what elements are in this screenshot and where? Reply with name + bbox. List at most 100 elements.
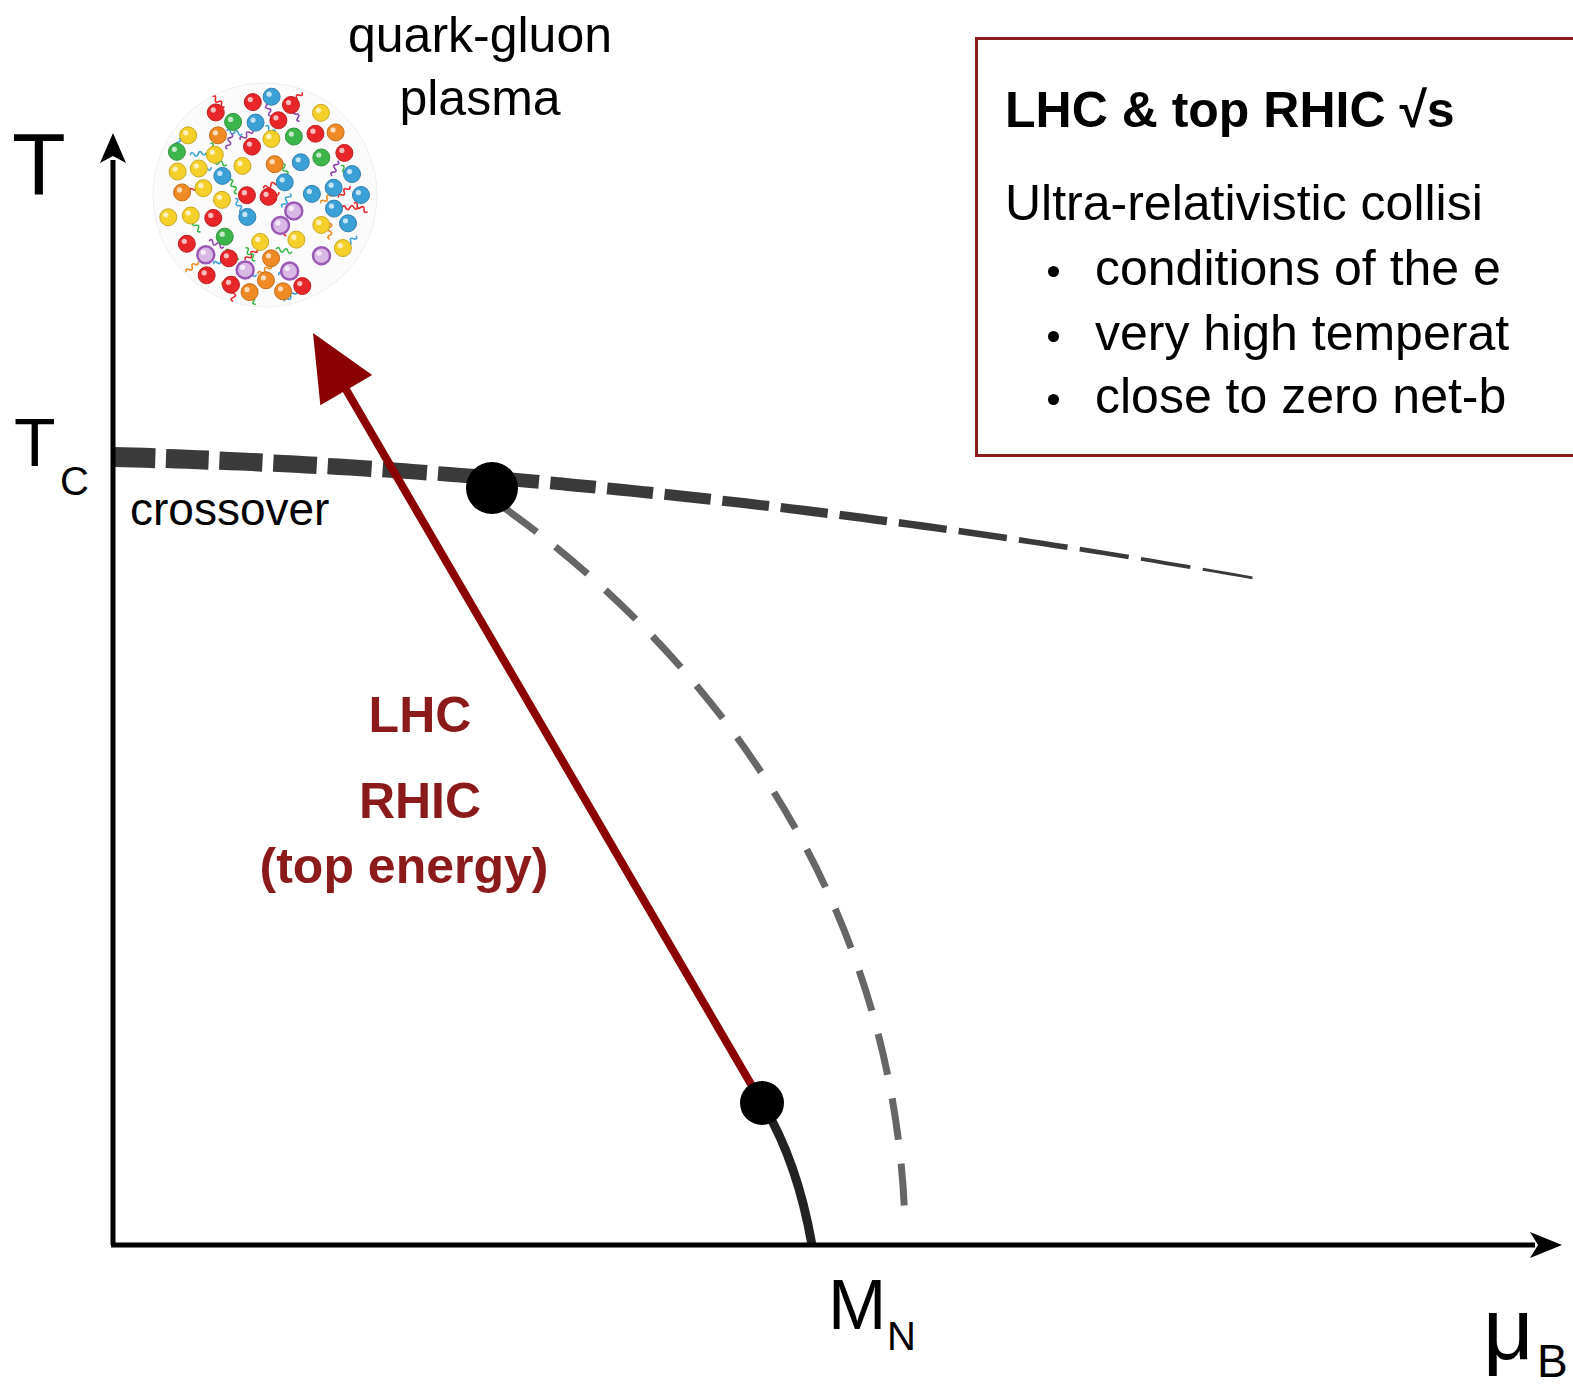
quark-shine bbox=[172, 147, 177, 152]
quark-shine bbox=[316, 220, 321, 225]
critical-point bbox=[466, 462, 518, 514]
points bbox=[466, 462, 784, 1125]
quark-ball bbox=[275, 283, 292, 300]
region-label: crossover bbox=[130, 486, 329, 532]
quark-ball bbox=[190, 160, 207, 177]
quark-ball bbox=[174, 184, 191, 201]
gluon-squiggle bbox=[190, 151, 206, 157]
quark-shine bbox=[263, 192, 268, 197]
quark-ball bbox=[263, 88, 280, 105]
facility-label: RHIC bbox=[270, 776, 570, 826]
quark-shine bbox=[208, 213, 213, 218]
quark-shine bbox=[242, 190, 247, 195]
axis-label: T bbox=[12, 120, 66, 208]
crossover-band bbox=[959, 531, 1007, 538]
quark-shine bbox=[339, 148, 344, 153]
quark-ball bbox=[197, 246, 214, 263]
quark-ball bbox=[239, 208, 256, 225]
quark-shine bbox=[356, 190, 361, 195]
qgp-illustration bbox=[153, 83, 377, 307]
quark-shine bbox=[270, 159, 275, 164]
subscript: N bbox=[887, 1316, 916, 1356]
axis-label: μ bbox=[1483, 1285, 1534, 1373]
subscript: B bbox=[1537, 1338, 1568, 1384]
quark-shine bbox=[310, 129, 315, 134]
quark-ball bbox=[285, 128, 302, 145]
quark-ball bbox=[209, 127, 226, 144]
quark-ball bbox=[334, 240, 351, 257]
quark-shine bbox=[198, 183, 203, 188]
quark-shine bbox=[307, 189, 312, 194]
quark-ball bbox=[282, 96, 299, 113]
quark-shine bbox=[289, 206, 294, 211]
quark-ball bbox=[225, 113, 242, 130]
quark-ball bbox=[216, 228, 233, 245]
crossover-band bbox=[1203, 569, 1253, 578]
quark-ball bbox=[288, 231, 305, 248]
quark-shine bbox=[244, 287, 249, 292]
quark-ball bbox=[281, 263, 298, 280]
bullet-dot bbox=[1048, 266, 1059, 277]
quark-shine bbox=[316, 108, 321, 113]
quark-shine bbox=[183, 130, 188, 135]
t-axis bbox=[111, 160, 116, 1245]
phase-lines bbox=[113, 457, 1253, 1245]
quark-ball bbox=[352, 187, 369, 204]
quark-shine bbox=[297, 281, 302, 286]
quark-ball bbox=[205, 209, 222, 226]
facility-label: LHC bbox=[270, 690, 570, 740]
quark-ball bbox=[325, 179, 342, 196]
quark-shine bbox=[275, 220, 280, 225]
quark-ball bbox=[263, 250, 280, 267]
quark-shine bbox=[347, 169, 352, 174]
quark-shine bbox=[201, 250, 206, 255]
quark-shine bbox=[247, 142, 252, 147]
quark-ball bbox=[195, 180, 212, 197]
quark-shine bbox=[237, 161, 242, 166]
quark-shine bbox=[242, 212, 247, 217]
liquid-gas-line bbox=[762, 1103, 812, 1245]
quark-shine bbox=[186, 210, 191, 215]
gluon-squiggle bbox=[342, 205, 358, 210]
quark-shine bbox=[331, 127, 336, 132]
arrow-shaft bbox=[343, 385, 762, 1103]
quark-shine bbox=[273, 115, 278, 120]
quark-ball bbox=[266, 156, 283, 173]
quark-ball bbox=[222, 276, 239, 293]
nuclear-matter-point bbox=[740, 1081, 784, 1125]
quark-shine bbox=[261, 275, 266, 280]
quark-ball bbox=[198, 267, 215, 284]
quark-shine bbox=[226, 280, 231, 285]
bullet-text: close to zero net-b bbox=[1095, 366, 1506, 426]
quark-shine bbox=[177, 187, 182, 192]
crossover-band bbox=[665, 494, 711, 499]
bullet-dot bbox=[1048, 394, 1059, 405]
quark-ball bbox=[292, 154, 309, 171]
quark-ball bbox=[247, 114, 264, 131]
quark-shine bbox=[296, 157, 301, 162]
mu-axis bbox=[111, 1243, 1535, 1248]
facility-label: (top energy) bbox=[204, 841, 604, 891]
quark-ball bbox=[252, 233, 269, 250]
quark-ball bbox=[207, 104, 224, 121]
qgp-disc bbox=[153, 83, 377, 307]
quark-ball bbox=[276, 174, 293, 191]
quark-shine bbox=[285, 266, 290, 271]
quark-ball bbox=[303, 185, 320, 202]
quark-shine bbox=[173, 166, 178, 171]
quark-ball bbox=[243, 138, 260, 155]
quark-ball bbox=[220, 250, 237, 267]
quark-shine bbox=[228, 117, 233, 122]
quark-shine bbox=[266, 134, 271, 139]
box-text: Ultra-relativistic collisi bbox=[1005, 173, 1483, 233]
info-box: LHC & top RHIC √sUltra-relativistic coll… bbox=[975, 37, 1573, 457]
quark-ball bbox=[294, 278, 311, 295]
quark-shine bbox=[250, 118, 255, 123]
crossover-band bbox=[273, 463, 316, 465]
subscript: C bbox=[60, 461, 89, 501]
quark-ball bbox=[241, 284, 258, 301]
quark-shine bbox=[217, 195, 222, 200]
quark-shine bbox=[240, 265, 245, 270]
quark-ball bbox=[272, 217, 289, 234]
